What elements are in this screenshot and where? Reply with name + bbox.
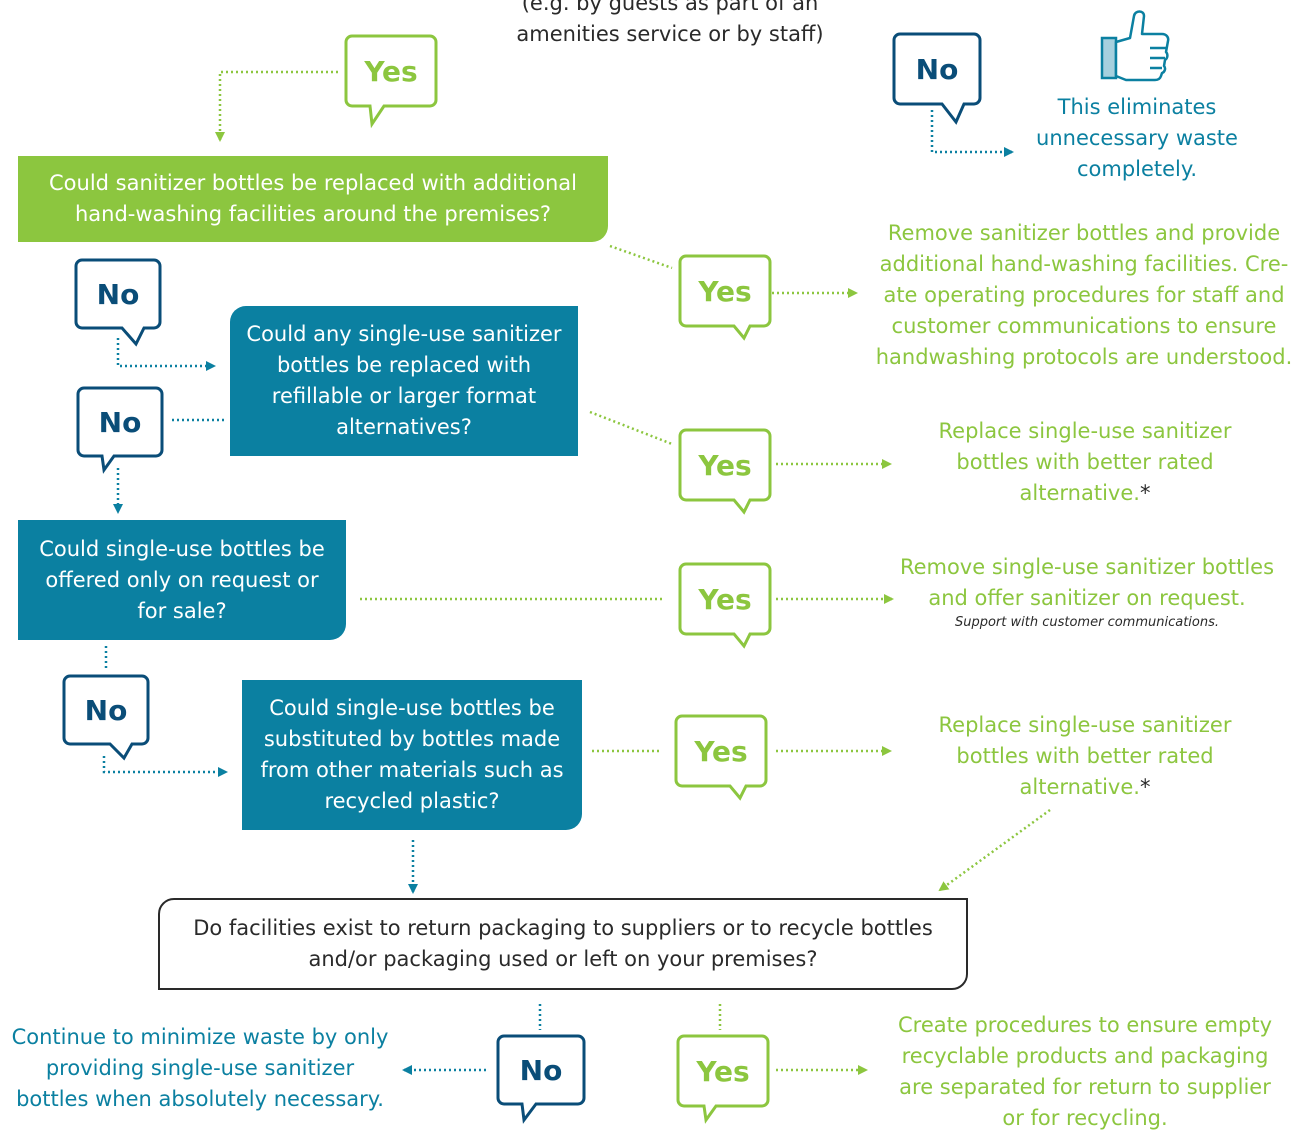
yes-label: Yes <box>364 54 418 88</box>
yes-label: Yes <box>698 274 752 308</box>
question-1-box: Could sanitizer bottles be replaced with… <box>18 156 608 242</box>
yes-bubble-2: Yes <box>678 428 772 520</box>
no-label: No <box>98 405 142 439</box>
outcome-remove-offer-line-2: and offer sanitizer on request. <box>928 586 1246 610</box>
question-5-line-2: and/or packaging used or left on your pr… <box>308 947 818 971</box>
asterisk: * <box>1139 481 1151 505</box>
outcome-replace-1: Replace single-use sanitizer bottles wit… <box>900 416 1270 509</box>
outcome-remove-offer-note: Support with customer communications. <box>954 615 1220 630</box>
outcome-remove-provide: Remove sanitizer bottles and provide add… <box>864 218 1304 373</box>
outcome-replace-2-text: alternative. <box>1019 775 1140 799</box>
outcome-replace-1-line-1: Replace single-use sanitizer <box>938 419 1232 443</box>
yes-bubble-5: Yes <box>676 1034 770 1126</box>
question-2-line-4: alternatives? <box>336 415 472 439</box>
yes-bubble-1: Yes <box>678 254 772 354</box>
no-bubble-3: No <box>62 674 150 764</box>
no-bubble-2: No <box>76 386 164 476</box>
question-3-line-2: offered only on request or <box>45 567 319 592</box>
outcome-create-procedures-line-1: Create procedures to ensure empty <box>898 1013 1272 1037</box>
outcome-eliminate-line-3: completely. <box>1076 157 1198 181</box>
outcome-replace-2-line-2: bottles with better rated <box>956 744 1214 768</box>
question-2-line-2: bottles be replaced with <box>276 353 532 377</box>
question-4-line-1: Could single-use bottles be <box>269 696 555 720</box>
question-3-line-1: Could single-use bottles be <box>39 536 325 561</box>
no-bubble-4: No <box>496 1034 586 1126</box>
question-4-line-3: from other materials such as <box>260 758 564 782</box>
outcome-remove-provide-line-2: additional hand-washing facilities. Cre- <box>879 252 1289 276</box>
outcome-replace-2: Replace single-use sanitizer bottles wit… <box>900 710 1270 803</box>
question-4-box: Could single-use bottles be substituted … <box>242 680 582 830</box>
outcome-replace-1-text: alternative. <box>1019 481 1140 505</box>
outcome-remove-offer: Remove single-use sanitizer bottles and … <box>882 552 1292 632</box>
outcome-remove-provide-line-4: customer communications to ensure <box>891 314 1277 338</box>
outcome-create-procedures-line-4: or for recycling. <box>1002 1106 1168 1130</box>
question-5-box: Do facilities exist to return packaging … <box>158 898 968 990</box>
outcome-remove-provide-line-5: handwashing protocols are understood. <box>875 345 1293 369</box>
outcome-create-procedures-line-2: recyclable products and packaging <box>901 1044 1269 1068</box>
no-label: No <box>915 52 959 86</box>
question-1-line-1: Could sanitizer bottles be replaced with… <box>49 171 577 195</box>
question-2-line-3: refillable or larger format <box>271 384 537 408</box>
outcome-replace-2-line-1: Replace single-use sanitizer <box>938 713 1232 737</box>
header-text: (e.g. by guests as part of an amenities … <box>440 0 900 50</box>
outcome-continue-line-1: Continue to minimize waste by only <box>11 1025 389 1049</box>
yes-label: Yes <box>698 448 752 482</box>
yes-bubble-3: Yes <box>678 562 772 654</box>
question-1-line-2: hand-washing facilities around the premi… <box>74 202 552 226</box>
outcome-remove-provide-line-1: Remove sanitizer bottles and provide <box>887 221 1281 245</box>
thumbs-up-icon <box>1100 8 1172 82</box>
outcome-continue-line-2: providing single-use sanitizer <box>45 1056 355 1080</box>
header-line-1: (e.g. by guests as part of an <box>521 0 819 15</box>
outcome-replace-1-line-3: alternative.* <box>900 478 1270 509</box>
outcome-continue-line-3: bottles when absolutely necessary. <box>16 1087 384 1111</box>
outcome-continue: Continue to minimize waste by only provi… <box>2 1022 398 1115</box>
yes-label: Yes <box>698 582 752 616</box>
outcome-replace-1-line-2: bottles with better rated <box>956 450 1214 474</box>
no-bubble-1: No <box>74 258 162 348</box>
question-2-box: Could any single-use sanitizer bottles b… <box>230 306 578 456</box>
outcome-remove-provide-line-3: ate operating procedures for staff and <box>883 283 1285 307</box>
outcome-create-procedures-line-3: are separated for return to supplier <box>899 1075 1271 1099</box>
header-line-2: amenities service or by staff) <box>516 22 824 46</box>
outcome-replace-2-line-3: alternative.* <box>900 772 1270 803</box>
no-bubble-top: No <box>892 32 982 132</box>
yes-label: Yes <box>694 734 748 768</box>
question-3-box: Could single-use bottles be offered only… <box>18 520 346 640</box>
question-5-line-1: Do facilities exist to return packaging … <box>193 916 933 940</box>
question-3-line-3: for sale? <box>137 598 227 623</box>
no-label: No <box>84 693 128 727</box>
question-2-line-1: Could any single-use sanitizer <box>246 322 562 346</box>
outcome-eliminate: This eliminates unnecessary waste comple… <box>1000 92 1274 185</box>
outcome-eliminate-line-1: This eliminates <box>1057 95 1217 119</box>
yes-bubble-4: Yes <box>674 714 768 806</box>
yes-label: Yes <box>696 1054 750 1088</box>
question-4-line-2: substituted by bottles made <box>263 727 561 751</box>
outcome-remove-offer-line-1: Remove single-use sanitizer bottles <box>899 555 1275 579</box>
outcome-create-procedures: Create procedures to ensure empty recycl… <box>876 1010 1294 1134</box>
yes-bubble-top: Yes <box>344 34 438 134</box>
outcome-eliminate-line-2: unnecessary waste <box>1036 126 1238 150</box>
no-label: No <box>96 277 140 311</box>
question-4-line-4: recycled plastic? <box>324 789 500 813</box>
asterisk: * <box>1139 775 1151 799</box>
no-label: No <box>519 1053 563 1087</box>
